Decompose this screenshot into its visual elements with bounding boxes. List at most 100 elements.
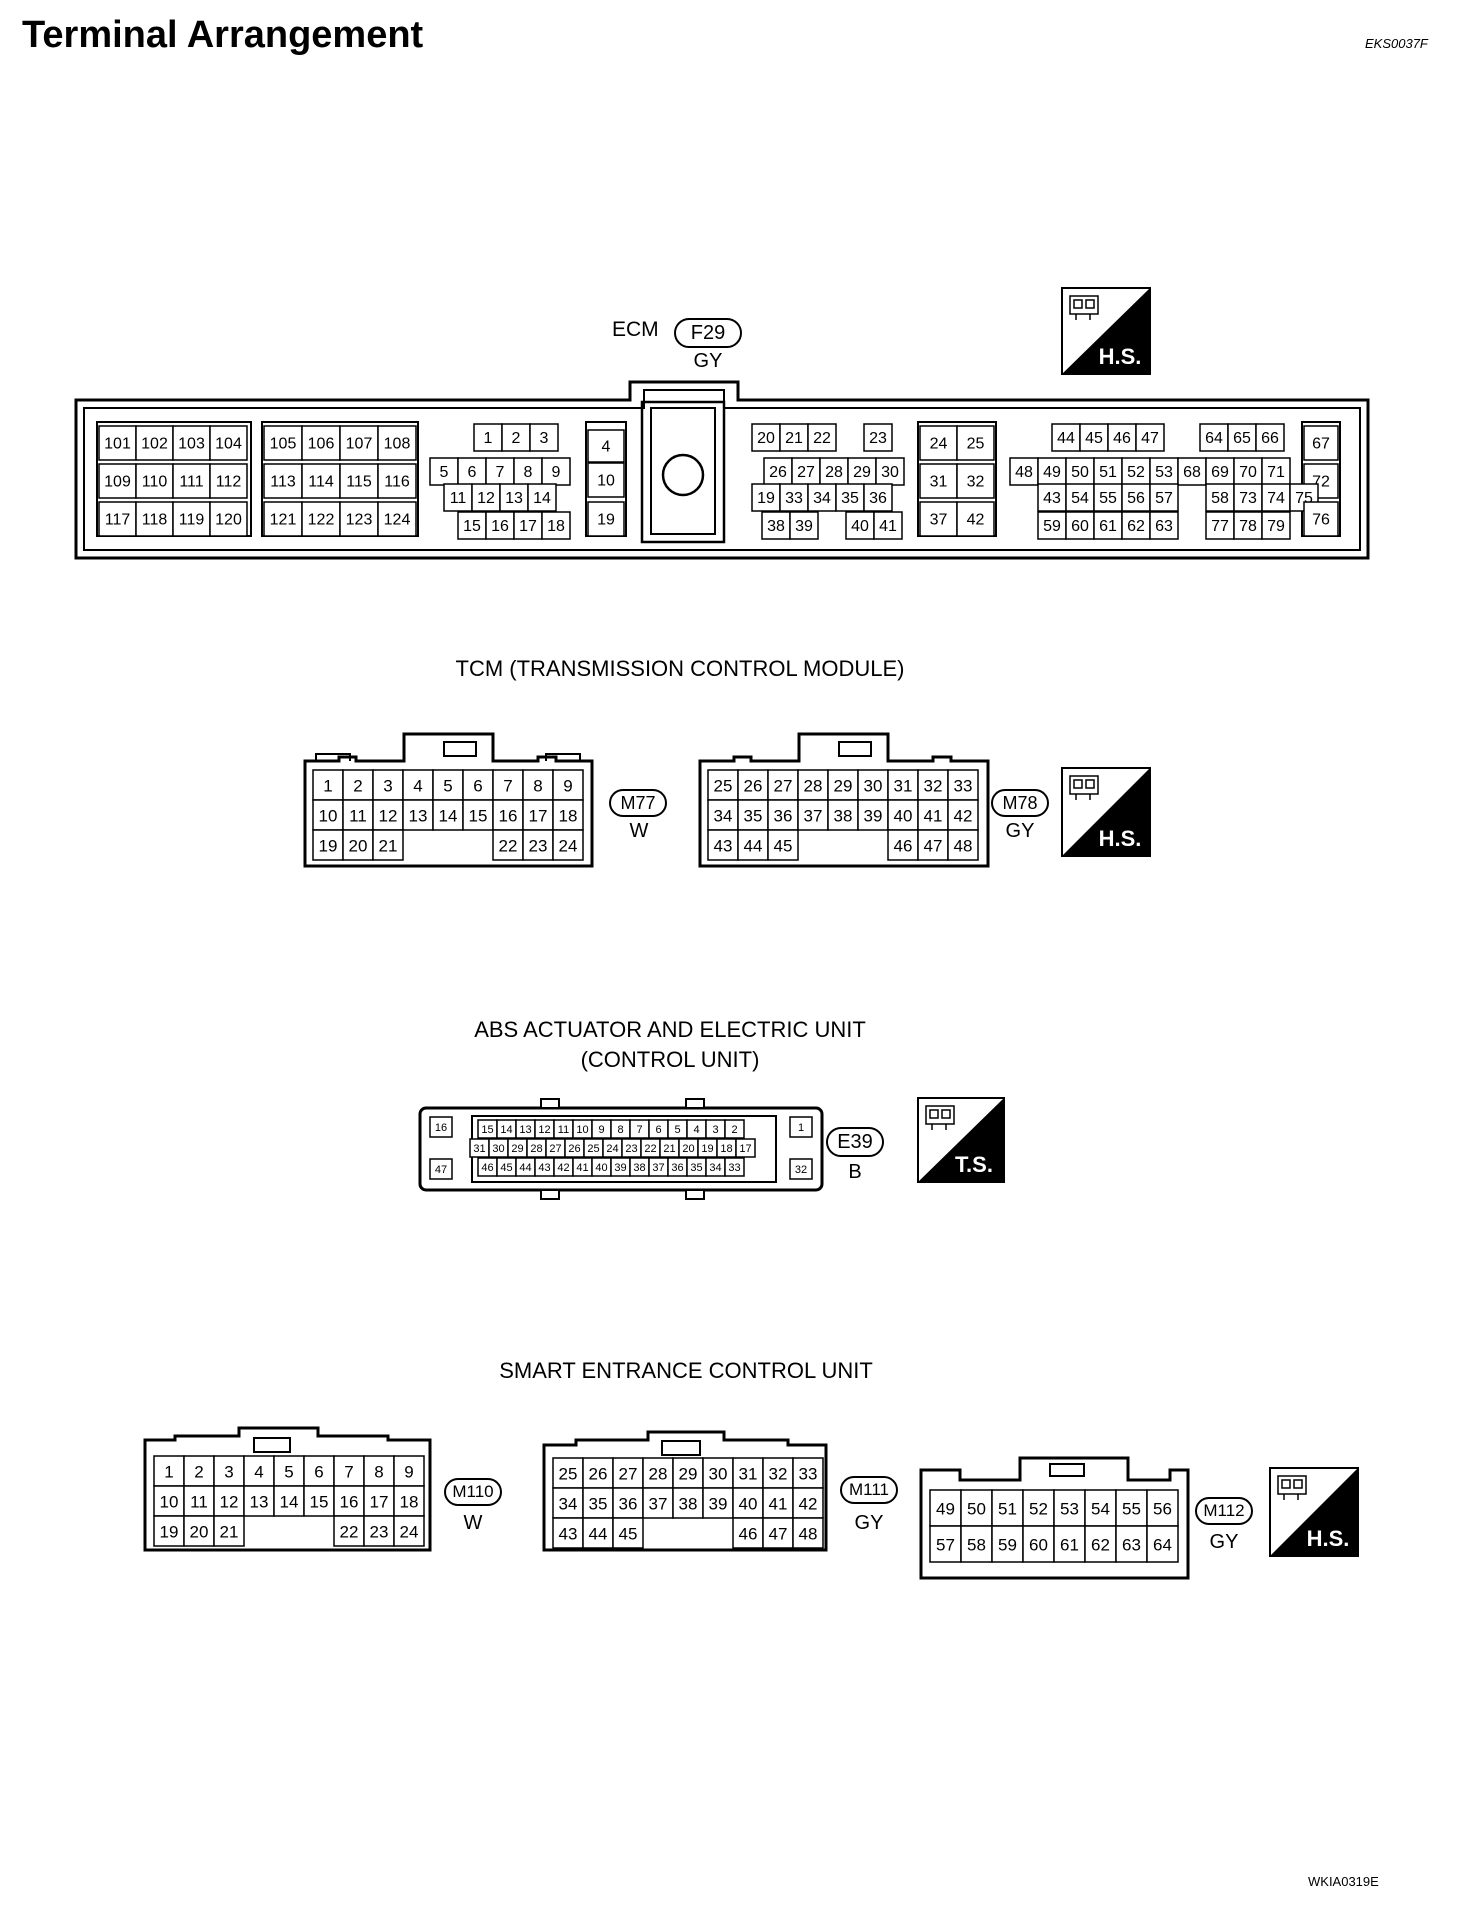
terminal-26: 26 <box>564 1138 585 1158</box>
terminal-15: 15 <box>477 1119 498 1139</box>
terminal-4: 4 <box>686 1119 707 1139</box>
svg-text:35: 35 <box>841 490 859 507</box>
svg-text:22: 22 <box>644 1143 656 1155</box>
terminal-1: 1 <box>153 1455 185 1487</box>
terminal-7: 7 <box>629 1119 650 1139</box>
terminal-29: 29 <box>672 1457 704 1489</box>
svg-text:18: 18 <box>559 807 578 826</box>
terminal-27: 27 <box>612 1457 644 1489</box>
terminal-110: 110 <box>135 463 174 499</box>
svg-text:77: 77 <box>1211 518 1229 535</box>
terminal-17: 17 <box>363 1485 395 1517</box>
svg-text:22: 22 <box>499 837 518 856</box>
terminal-24: 24 <box>919 425 958 461</box>
terminal-62: 62 <box>1084 1525 1117 1563</box>
svg-text:40: 40 <box>739 1495 758 1514</box>
terminal-24: 24 <box>393 1515 425 1547</box>
svg-text:73: 73 <box>1239 490 1257 507</box>
svg-text:36: 36 <box>869 490 887 507</box>
m112-color-code: GY <box>1209 1531 1239 1553</box>
svg-text:38: 38 <box>633 1162 645 1174</box>
terminal-59: 59 <box>1037 511 1067 540</box>
terminal-5: 5 <box>273 1455 305 1487</box>
terminal-35: 35 <box>737 799 769 831</box>
terminal-46: 46 <box>887 829 919 861</box>
terminal-9: 9 <box>591 1119 612 1139</box>
svg-text:13: 13 <box>250 1493 269 1512</box>
terminal-63: 63 <box>1149 511 1179 540</box>
terminal-26: 26 <box>763 457 793 486</box>
svg-text:45: 45 <box>774 837 793 856</box>
harness-side-icon: H.S. <box>1061 287 1151 375</box>
svg-text:36: 36 <box>619 1495 638 1514</box>
svg-text:53: 53 <box>1060 1500 1079 1519</box>
svg-text:26: 26 <box>568 1143 580 1155</box>
svg-text:11: 11 <box>558 1124 569 1136</box>
terminal-6: 6 <box>303 1455 335 1487</box>
terminal-11: 11 <box>443 483 473 512</box>
svg-text:57: 57 <box>936 1536 955 1555</box>
svg-text:20: 20 <box>190 1523 209 1542</box>
terminal-34: 34 <box>807 483 837 512</box>
terminal-7: 7 <box>485 457 515 486</box>
terminal-23: 23 <box>522 829 554 861</box>
terminal-31: 31 <box>919 463 958 499</box>
terminal-18: 18 <box>541 511 571 540</box>
terminal-10: 10 <box>572 1119 593 1139</box>
terminal-20: 20 <box>342 829 374 861</box>
terminal-18: 18 <box>393 1485 425 1517</box>
terminal-107: 107 <box>339 425 379 461</box>
svg-text:16: 16 <box>491 518 509 535</box>
side-label: H.S. <box>1307 1526 1350 1551</box>
terminal-side-icon: T.S. <box>917 1097 1005 1183</box>
svg-text:14: 14 <box>533 490 551 507</box>
terminal-42: 42 <box>553 1157 574 1177</box>
terminal-23: 23 <box>863 423 893 452</box>
svg-text:27: 27 <box>774 777 793 796</box>
harness-side-icon: H.S. <box>1061 767 1151 857</box>
svg-text:34: 34 <box>714 807 733 826</box>
svg-text:39: 39 <box>795 518 813 535</box>
svg-text:35: 35 <box>589 1495 608 1514</box>
terminal-62: 62 <box>1121 511 1151 540</box>
svg-text:25: 25 <box>714 777 733 796</box>
terminal-36: 36 <box>612 1487 644 1519</box>
svg-text:46: 46 <box>481 1162 493 1174</box>
svg-text:37: 37 <box>649 1495 668 1514</box>
terminal-2: 2 <box>501 423 531 452</box>
terminal-47: 47 <box>917 829 949 861</box>
terminal-15: 15 <box>462 799 494 831</box>
svg-text:40: 40 <box>595 1162 607 1174</box>
terminal-50: 50 <box>1065 457 1095 486</box>
terminal-31: 31 <box>732 1457 764 1489</box>
svg-text:2: 2 <box>194 1463 203 1482</box>
svg-text:48: 48 <box>954 837 973 856</box>
terminal-38: 38 <box>672 1487 704 1519</box>
svg-text:60: 60 <box>1029 1536 1048 1555</box>
terminal-76: 76 <box>1303 501 1339 537</box>
ecm-color-code: GY <box>693 350 723 372</box>
svg-text:44: 44 <box>1057 430 1075 447</box>
terminal-7: 7 <box>333 1455 365 1487</box>
svg-text:31: 31 <box>894 777 913 796</box>
terminal-33: 33 <box>947 769 979 801</box>
svg-text:121: 121 <box>270 512 297 529</box>
terminal-34: 34 <box>707 799 739 831</box>
svg-text:35: 35 <box>744 807 763 826</box>
svg-text:34: 34 <box>559 1495 578 1514</box>
terminal-102: 102 <box>135 425 174 461</box>
svg-text:38: 38 <box>767 518 785 535</box>
svg-text:32: 32 <box>924 777 943 796</box>
terminal-5: 5 <box>667 1119 688 1139</box>
svg-text:9: 9 <box>404 1463 413 1482</box>
svg-text:14: 14 <box>280 1493 299 1512</box>
terminal-52: 52 <box>1121 457 1151 486</box>
svg-text:25: 25 <box>587 1143 599 1155</box>
svg-text:58: 58 <box>1211 490 1229 507</box>
svg-text:8: 8 <box>617 1124 623 1136</box>
svg-text:119: 119 <box>179 512 205 529</box>
abs-title-line2: (CONTROL UNIT) <box>580 1047 760 1072</box>
svg-text:33: 33 <box>785 490 803 507</box>
svg-text:17: 17 <box>519 518 537 535</box>
terminal-44: 44 <box>737 829 769 861</box>
